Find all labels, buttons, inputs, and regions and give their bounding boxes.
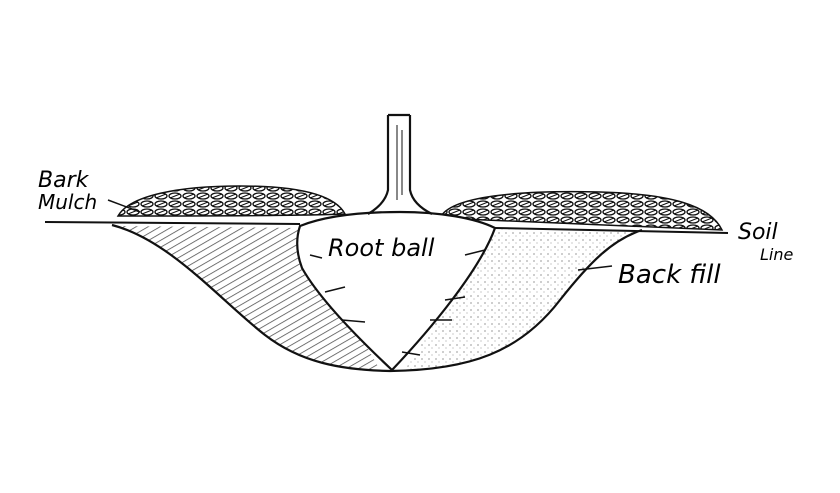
root-marks	[309, 249, 486, 356]
bark-mulch-left	[116, 185, 347, 217]
label-root-ball: Root ball	[328, 234, 435, 262]
backfill-leader	[577, 265, 613, 271]
label-line: Line	[760, 245, 794, 264]
label-mulch: Mulch	[38, 190, 98, 214]
label-bark: Bark	[38, 168, 89, 193]
soil-line	[44, 221, 729, 234]
trunk-shading	[396, 125, 403, 200]
mulch-leader	[107, 199, 141, 213]
label-soil: Soil	[738, 220, 778, 245]
bark-mulch-right	[438, 190, 724, 231]
backfill-right	[405, 228, 640, 370]
label-backfill: Back fill	[618, 260, 721, 290]
tree-trunk	[367, 113, 433, 215]
root-ball	[296, 210, 497, 372]
planting-hole-outline	[111, 223, 643, 373]
